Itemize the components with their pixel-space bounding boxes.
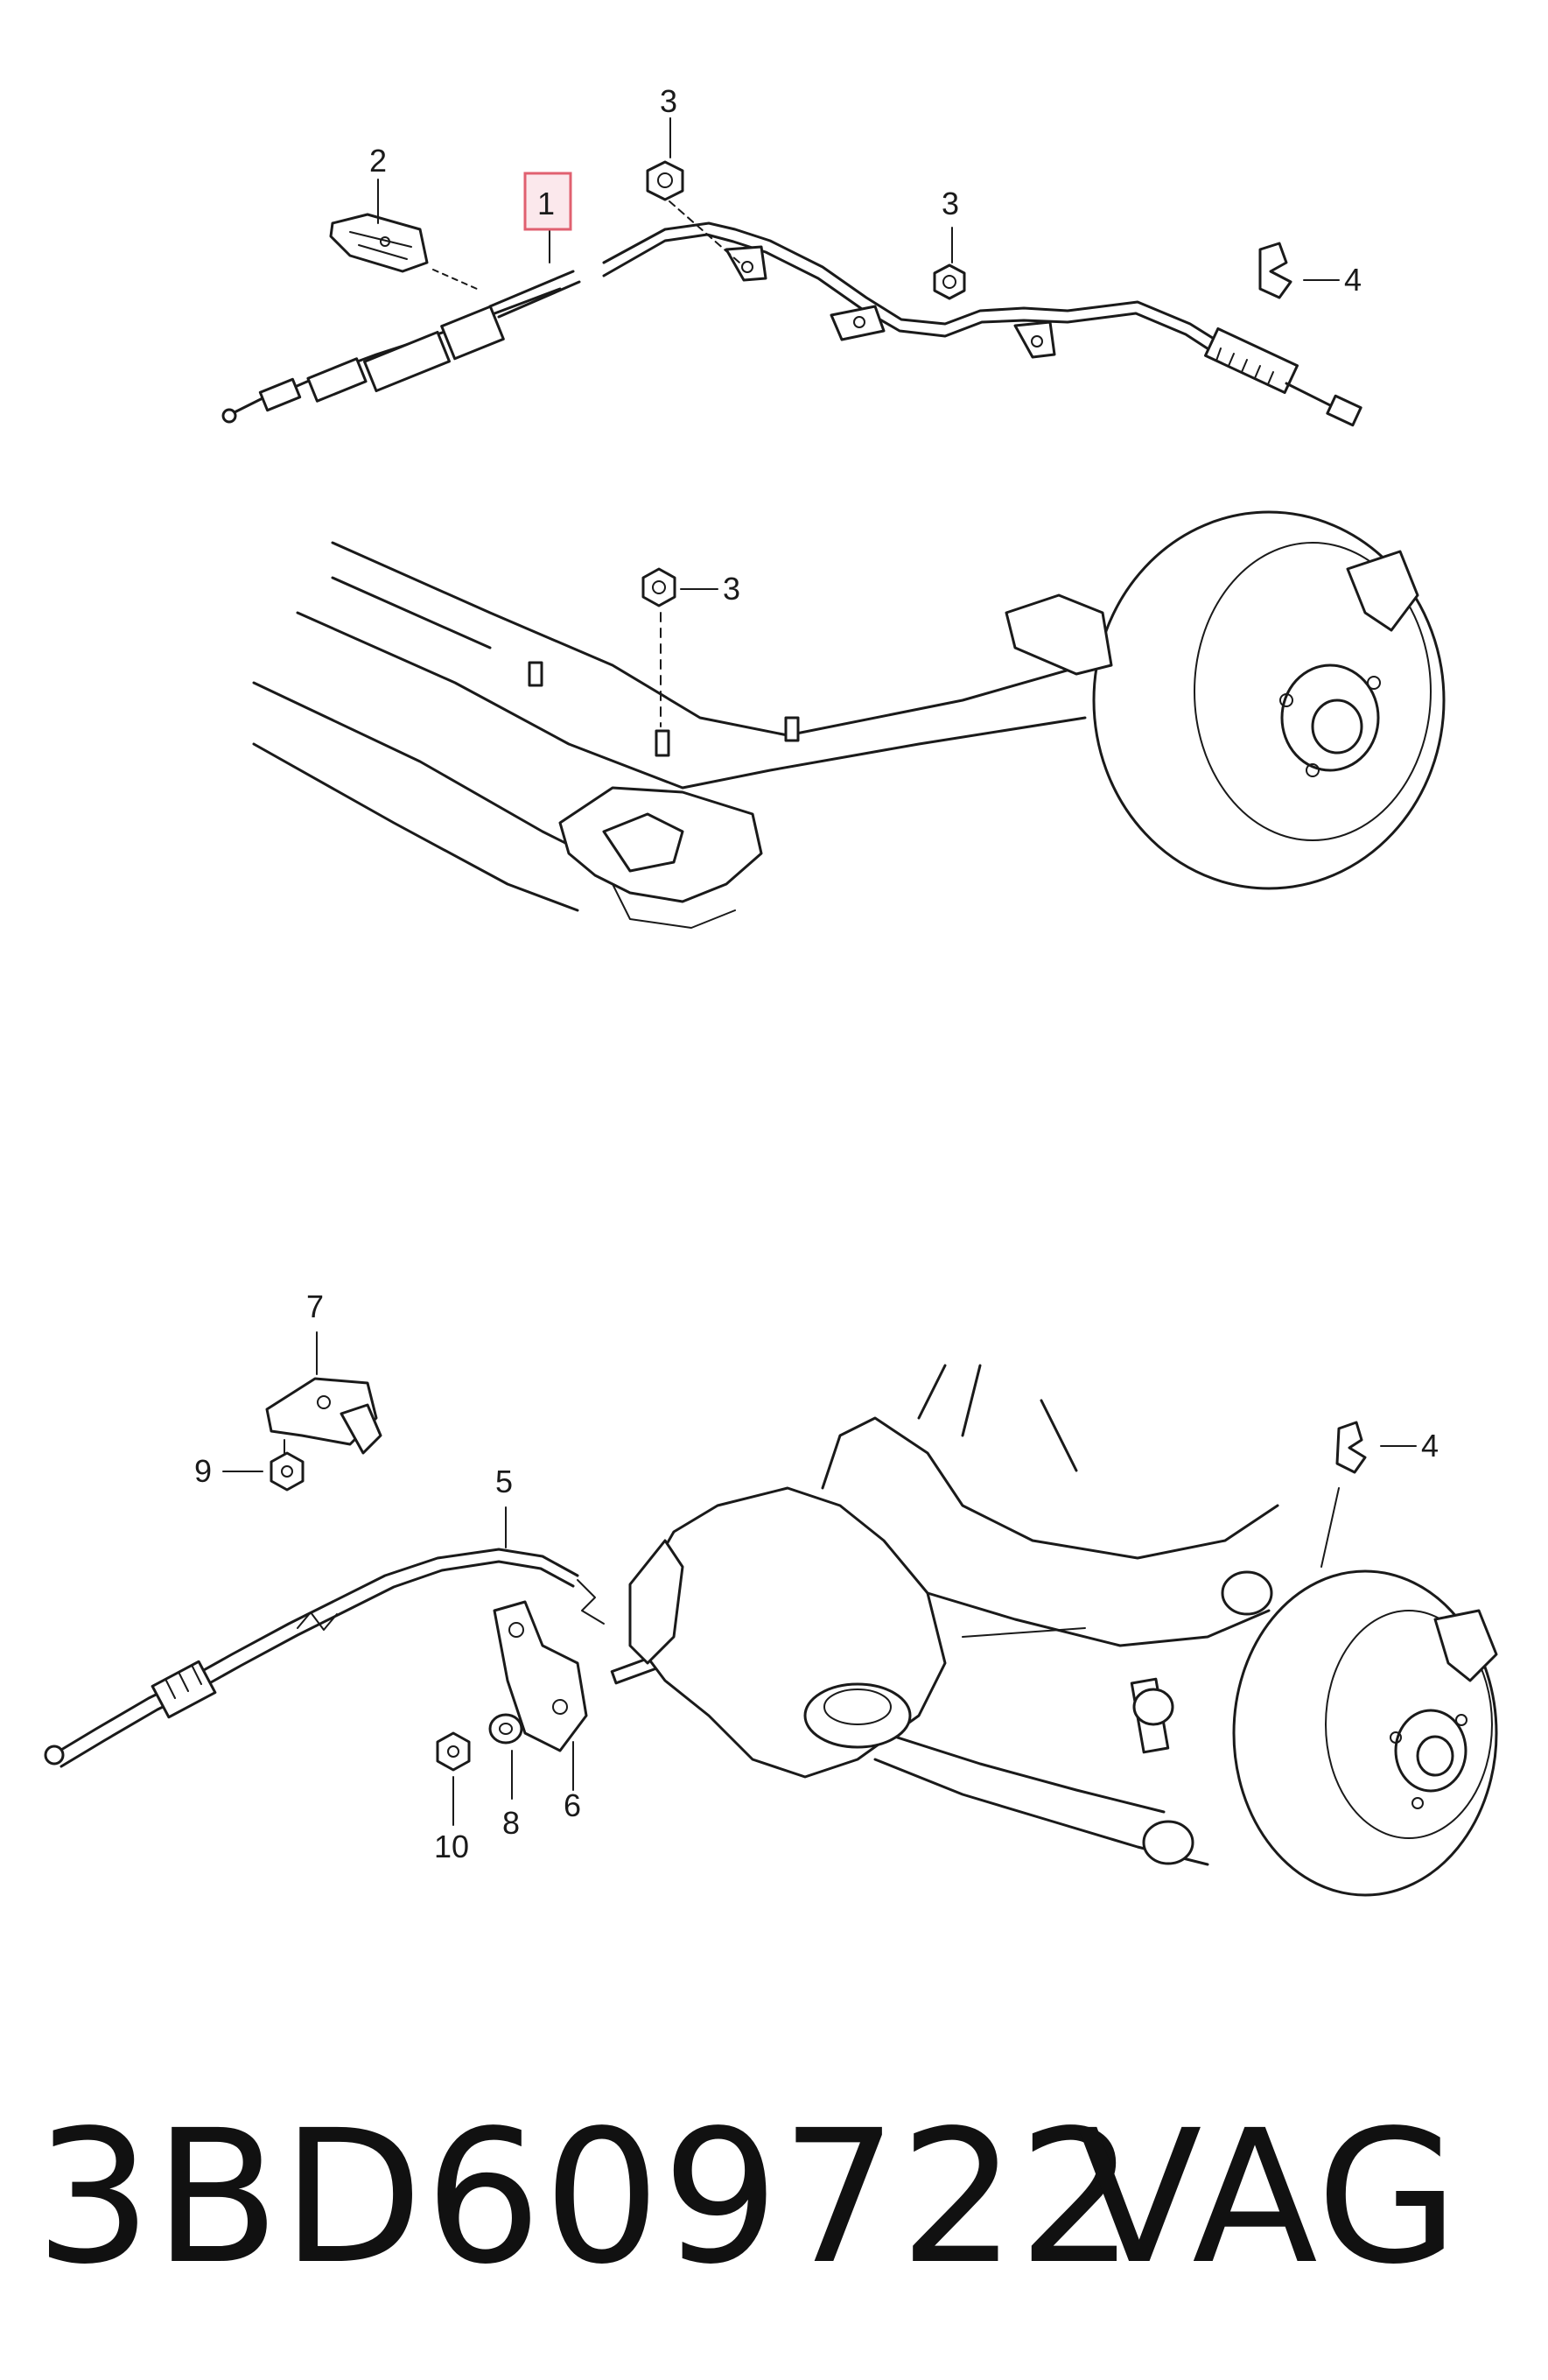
top-leaders <box>377 117 1340 281</box>
callout-5: 5 <box>495 1464 513 1499</box>
callout-2: 2 <box>369 143 387 179</box>
nut-part-3a <box>646 160 740 263</box>
brake-cable-top <box>221 221 1362 427</box>
brand-label: VAG <box>1076 2089 1460 2305</box>
nut-part-3b <box>933 263 966 300</box>
callout-8: 8 <box>502 1805 520 1841</box>
part-number: 3BD609722 <box>35 2089 1138 2305</box>
callout-3a: 3 <box>660 83 677 119</box>
callout-4-bottom: 4 <box>1421 1428 1439 1464</box>
callout-4-top: 4 <box>1344 262 1362 298</box>
callout-7: 7 <box>306 1288 324 1324</box>
callout-1: 1 <box>537 186 555 221</box>
clip-part-2 <box>329 213 478 290</box>
highlight-box-part-1 <box>523 172 572 231</box>
footer: 3BD609722 VAG <box>0 2066 1548 2328</box>
callout-10: 10 <box>434 1829 469 1864</box>
top-assembly <box>221 117 1362 427</box>
rear-axle-top <box>252 510 1446 929</box>
callout-3c: 3 <box>723 571 740 607</box>
callout-3b: 3 <box>942 186 959 221</box>
callout-6: 6 <box>564 1787 581 1823</box>
clip-part-4-top <box>1258 242 1292 299</box>
bottom-assembly <box>44 1331 1498 1897</box>
callout-9: 9 <box>194 1453 212 1489</box>
